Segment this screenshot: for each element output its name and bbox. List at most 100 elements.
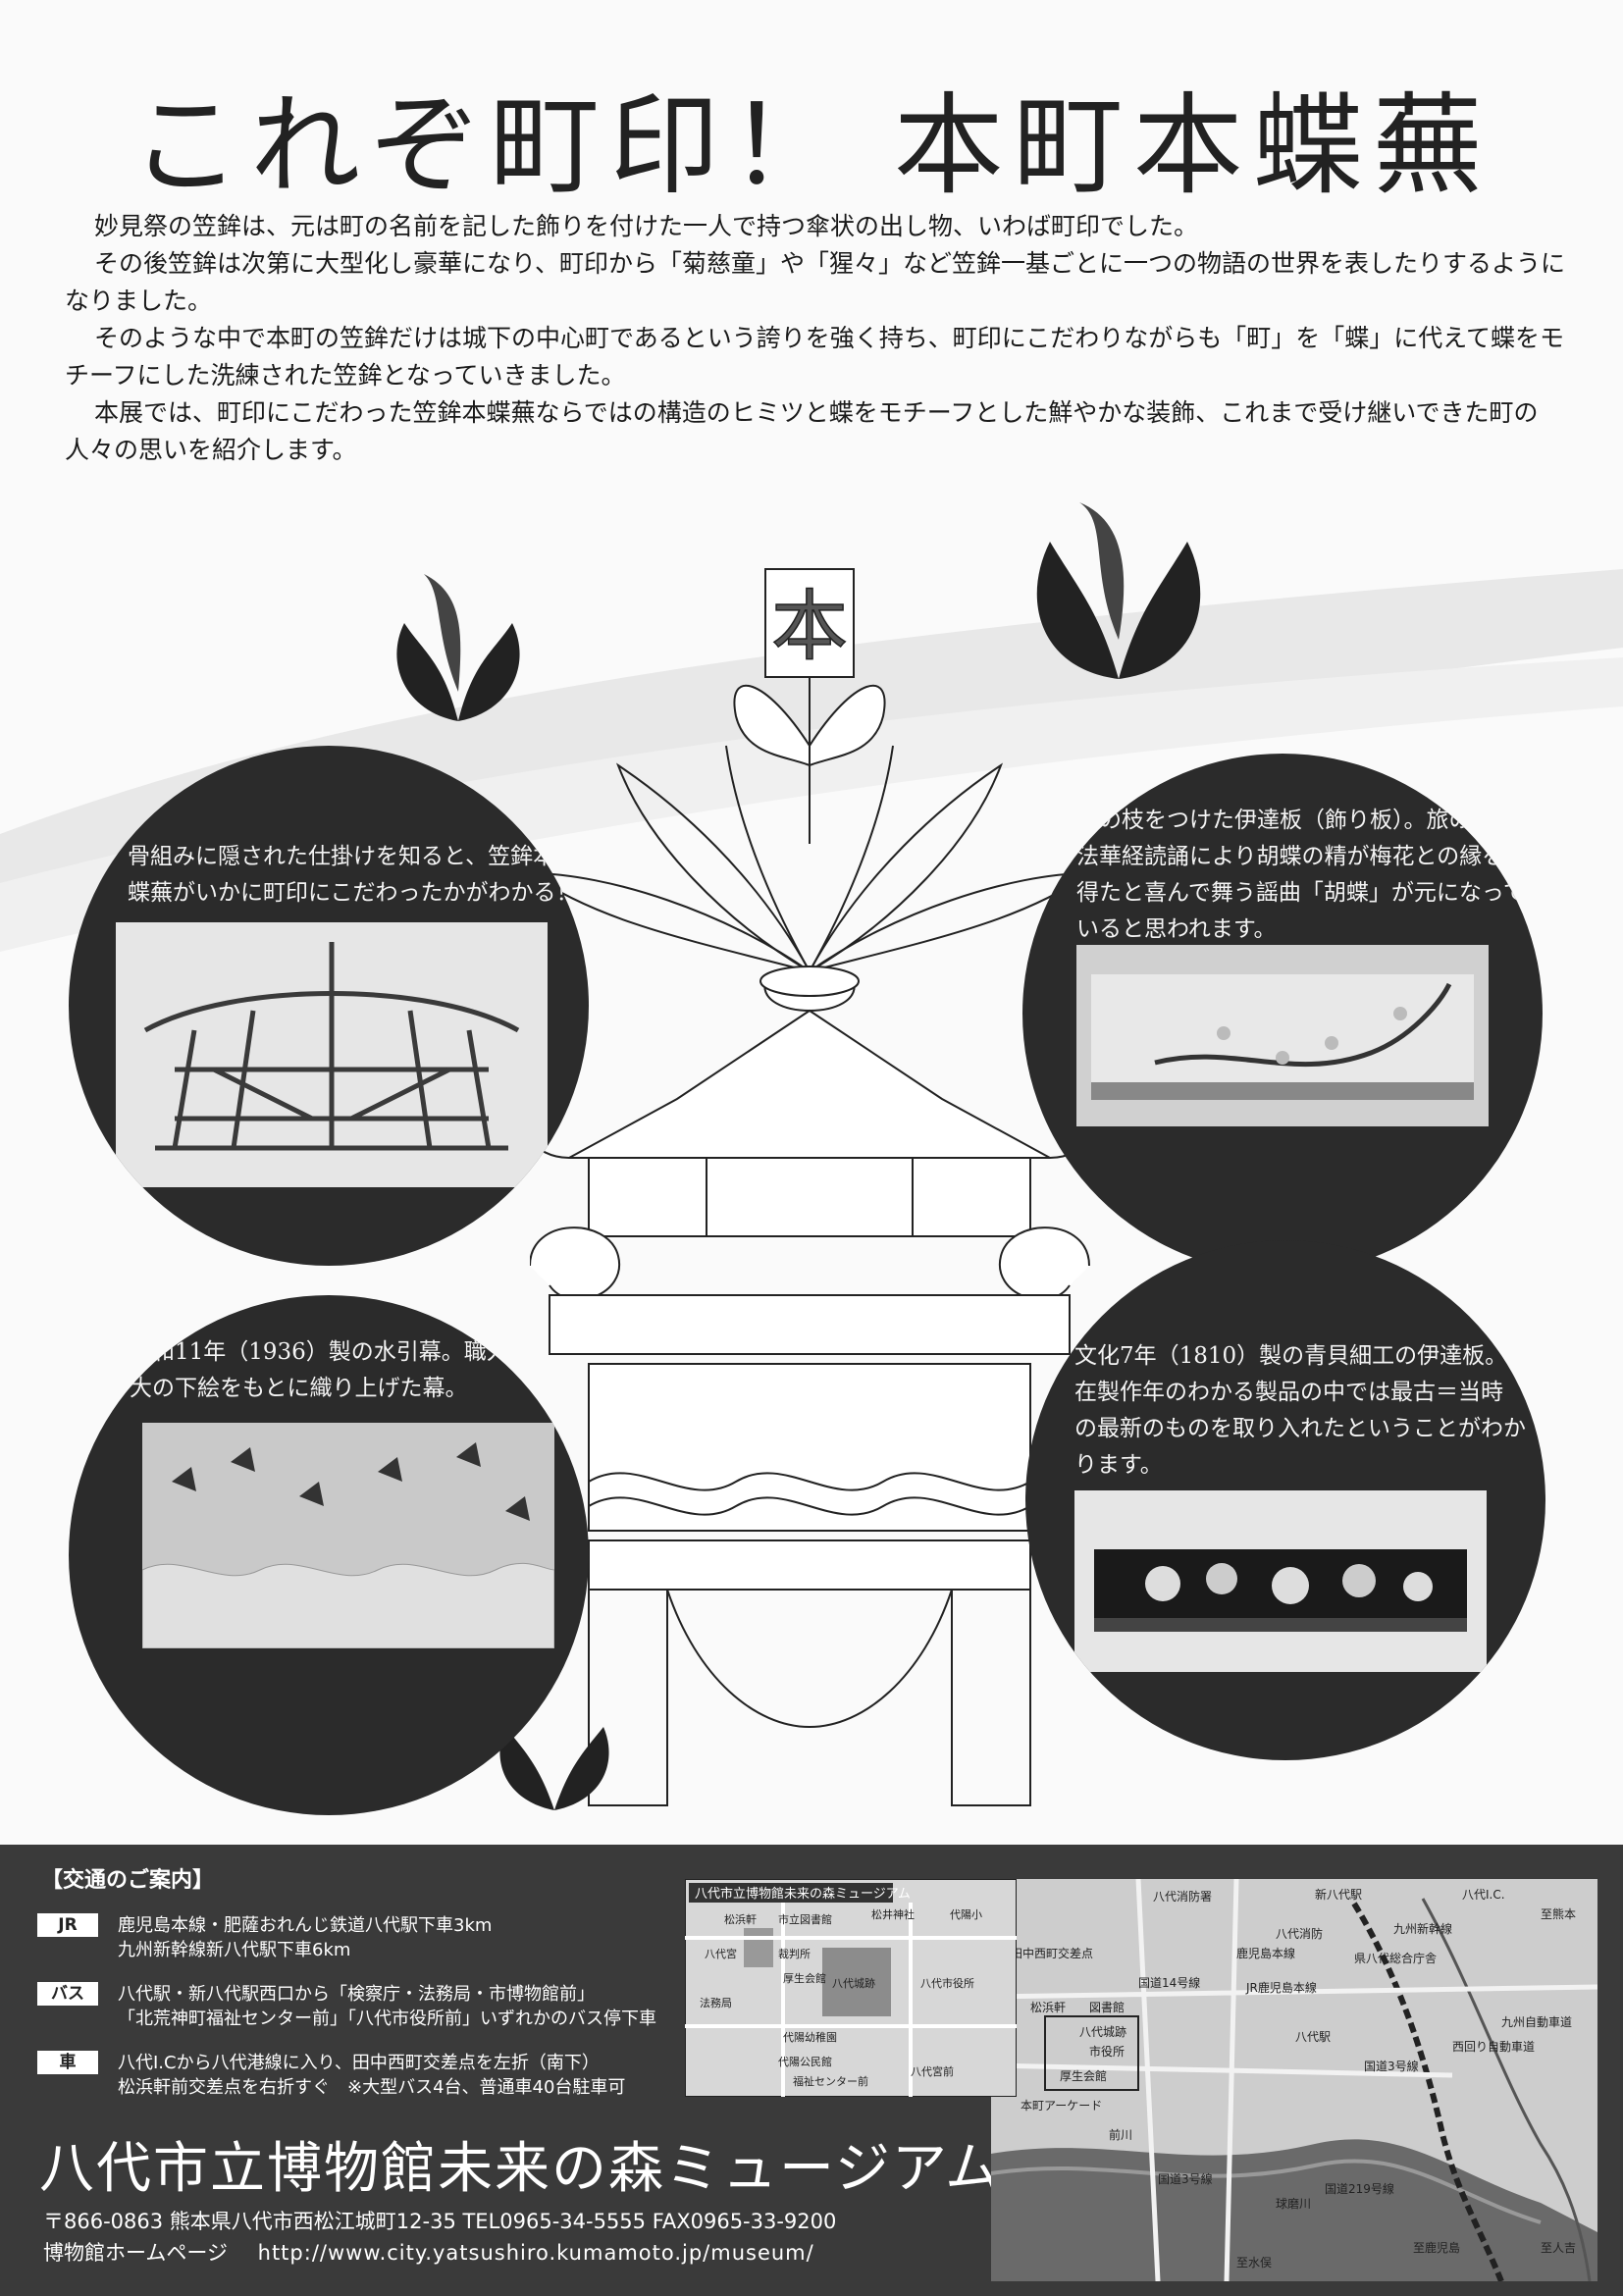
map-label: 八代城跡 [1079, 2024, 1126, 2039]
map-label: 八代宮前 [911, 2064, 954, 2078]
map-label: 図書館 [1089, 2000, 1125, 2014]
map-label: 代陽公民館 [778, 2055, 832, 2068]
butterfly-crest-icon [1036, 502, 1201, 679]
map-label: 八代駅 [1295, 2030, 1331, 2044]
map-label: 厚生会館 [783, 1971, 826, 1985]
map-label: 厚生会館 [1060, 2068, 1107, 2083]
map-label: 福祉センター前 [793, 2074, 868, 2088]
route-text: 鹿児島本線・肥薩おれんじ鉄道八代駅下車3km 九州新幹線新八代駅下車6km [118, 1913, 726, 1962]
map-label: 法務局 [700, 1996, 732, 2009]
shell-board-photo [1074, 1490, 1487, 1672]
map-label: 国道3号線 [1158, 2171, 1213, 2186]
route-text: 八代I.Cから八代港線に入り、田中西町交差点を左折（南下） 松浜軒前交差点を右折… [118, 2051, 726, 2100]
caption-line: 文化7年（1810）製の青貝細工の伊達板。現 [1074, 1343, 1531, 1369]
map-label: 前川 [1109, 2127, 1132, 2142]
caption-line: 蝶蕪がいかに町印にこだわったかがわかる！ [128, 880, 579, 906]
circle-caption: 文化7年（1810）製の青貝細工の伊達板。現 在製作年のわかる製品の中では最古＝… [1074, 1338, 1530, 1484]
map-label: 至鹿児島 [1413, 2240, 1460, 2255]
map-label: 至水俣 [1236, 2256, 1272, 2270]
butterfly-crest-icon [499, 1727, 609, 1810]
route-bus: バス 八代駅・新八代駅西口から「検察庁・法務局・市博物館前」 「北荒神町福祉セン… [37, 1982, 724, 2031]
route-line: 九州新幹線新八代駅下車6km [118, 1940, 351, 1960]
map-label: 松浜軒 [724, 1912, 757, 1926]
map-label: 新八代駅 [1315, 1887, 1362, 1902]
intro-paragraph: そのような中で本町の笠鉾だけは城下の中心町であるという誇りを強く持ち、町印にこだ… [65, 324, 1565, 390]
route-line: 八代I.Cから八代港線に入り、田中西町交差点を左折（南下） [118, 2053, 600, 2073]
homepage-label: 博物館ホームページ [43, 2241, 228, 2265]
butterfly-crest-icon [396, 574, 520, 721]
map-label: 八代消防署 [1153, 1889, 1212, 1904]
route-line: 松浜軒前交差点を右折すぐ ※大型バス4台、普通車40台駐車可 [118, 2077, 626, 2098]
inset-map-title: 八代市立博物館未来の森ミュージアム [695, 1886, 911, 1902]
curtain-photo [142, 1423, 554, 1648]
map-label: 至熊本 [1541, 1906, 1576, 1921]
map-label: 市立図書館 [778, 1912, 832, 1926]
map-label: 鹿児島本線 [1236, 1946, 1295, 1960]
caption-line: 昭和11年（1936）製の水引幕。職人が実物 [130, 1339, 577, 1365]
route-line: 鹿児島本線・肥薩おれんじ鉄道八代駅下車3km [118, 1915, 493, 1936]
map-label: 球磨川 [1276, 2197, 1311, 2211]
caption-line: 法華経読誦により胡蝶の精が梅花との縁を [1076, 844, 1505, 869]
center-glyph: 本 [771, 583, 848, 671]
feature-circle-curtain: 昭和11年（1936）製の水引幕。職人が実物 大の下絵をもとに織り上げた幕。 [69, 1295, 589, 1815]
intro-paragraph: 妙見祭の笠鉾は、元は町の名前を記した飾りを付けた一人で持つ傘状の出し物、いわば町… [94, 212, 1199, 240]
map-label: 国道219号線 [1325, 2181, 1394, 2196]
caption-line: 大の下絵をもとに織り上げた幕。 [130, 1376, 468, 1401]
plum-board-photo [1076, 945, 1489, 1126]
map-label: 八代市役所 [920, 1976, 974, 1990]
route-line: 八代駅・新八代駅西口から「検察庁・法務局・市博物館前」 [118, 1984, 595, 2005]
route-car: 車 八代I.Cから八代港線に入り、田中西町交差点を左折（南下） 松浜軒前交差点を… [37, 2051, 724, 2100]
intro-paragraph: 本展では、町印にこだわった笠鉾本蝶蕪ならではの構造のヒミツと蝶をモチーフとした鮮… [65, 398, 1539, 464]
map-label: 九州新幹線 [1393, 1921, 1452, 1936]
homepage-line: 博物館ホームページ http://www.city.yatsushiro.kum… [43, 2237, 814, 2267]
intro-text: 妙見祭の笠鉾は、元は町の名前を記した飾りを付けた一人で持つ傘状の出し物、いわば町… [65, 208, 1576, 469]
map-label: 九州自動車道 [1501, 2015, 1572, 2029]
map-label: 松井神社 [871, 1907, 915, 1921]
caption-line: いると思われます。 [1076, 916, 1277, 942]
map-label: 至人吉 [1541, 2241, 1576, 2255]
circle-caption: 昭和11年（1936）製の水引幕。職人が実物 大の下絵をもとに織り上げた幕。 [130, 1334, 577, 1407]
map-label: 八代宮 [705, 1947, 737, 1960]
map-label: 裁判所 [778, 1948, 811, 1960]
caption-line: の最新のものを取り入れたということがわか [1074, 1416, 1526, 1441]
caption-line: ります。 [1074, 1452, 1163, 1478]
kasaboko-illustration: 本 [530, 568, 1099, 1806]
map-label: 県八代総合庁舎 [1354, 1951, 1437, 1965]
page-title: これぞ町印！ 本町本蝶蕪 [131, 82, 1492, 210]
route-badge: バス [37, 1982, 98, 2006]
map-label: 市役所 [1089, 2044, 1125, 2059]
access-heading: 【交通のご案内】 [41, 1868, 215, 1893]
feature-circle-shell: 文化7年（1810）製の青貝細工の伊達板。現 在製作年のわかる製品の中では最古＝… [1025, 1240, 1545, 1760]
map-label: 代陽幼稚園 [783, 2031, 837, 2044]
feature-circle-frame: 骨組みに隠された仕掛けを知ると、笠鉾本 蝶蕪がいかに町印にこだわったかがわかる！ [69, 746, 589, 1266]
route-jr: JR 鹿児島本線・肥薩おれんじ鉄道八代駅下車3km 九州新幹線新八代駅下車6km [37, 1913, 724, 1962]
route-badge: JR [37, 1913, 98, 1937]
museum-inset-map: 八代市立博物館未来の森ミュージアム 松浜軒 市立図書館 松井神社 代陽小 八代宮… [685, 1879, 1017, 2097]
caption-line: 在製作年のわかる製品の中では最古＝当時 [1074, 1380, 1503, 1405]
route-line: 「北荒神町福祉センター前」「八代市役所前」いずれかのバス停下車 [118, 2009, 656, 2029]
circle-caption: 梅の枝をつけた伊達板（飾り板）。旅の僧の 法華経読誦により胡蝶の精が梅花との縁を… [1076, 803, 1526, 948]
map-label: 八代I.C. [1462, 1888, 1505, 1902]
map-label: 国道14号線 [1138, 1975, 1200, 1990]
feature-circle-plum: 梅の枝をつけた伊達板（飾り板）。旅の僧の 法華経読誦により胡蝶の精が梅花との縁を… [1022, 754, 1543, 1274]
caption-line: 梅の枝をつけた伊達板（飾り板）。旅の僧の [1076, 808, 1517, 833]
intro-paragraph: その後笠鉾は次第に大型化し豪華になり、町印から「菊慈童」や「猩々」など笠鉾一基ご… [65, 249, 1566, 315]
map-label: 本町アーケード [1021, 2099, 1102, 2113]
map-label: 国道3号線 [1364, 2059, 1419, 2073]
area-map: 八代消防署 新八代駅 八代I.C. 至熊本 八代消防 田中西町交差点 鹿児島本線… [991, 1879, 1597, 2281]
homepage-link[interactable]: http://www.city.yatsushiro.kumamoto.jp/m… [257, 2241, 814, 2265]
map-label: 田中西町交差点 [1011, 1946, 1093, 1960]
caption-line: 骨組みに隠された仕掛けを知ると、笠鉾本 [128, 844, 556, 869]
access-footer: 【交通のご案内】 JR 鹿児島本線・肥薩おれんじ鉄道八代駅下車3km 九州新幹線… [0, 1845, 1623, 2296]
museum-address: 〒866-0863 熊本県八代市西松江城町12-35 TEL0965-34-55… [43, 2210, 837, 2233]
map-label: 八代消防 [1276, 1926, 1323, 1941]
caption-line: 得たと喜んで舞う謡曲「胡蝶」が元になって [1076, 880, 1526, 906]
map-label: 八代城跡 [832, 1976, 875, 1990]
map-label: 西回り自動車道 [1452, 2040, 1535, 2054]
map-label: JR鹿児島本線 [1245, 1980, 1317, 1995]
map-label: 松浜軒 [1030, 2001, 1066, 2014]
map-label: 代陽小 [950, 1908, 982, 1921]
framework-photo [116, 922, 548, 1187]
circle-caption: 骨組みに隠された仕掛けを知ると、笠鉾本 蝶蕪がいかに町印にこだわったかがわかる！ [128, 839, 579, 912]
route-badge: 車 [37, 2051, 98, 2074]
